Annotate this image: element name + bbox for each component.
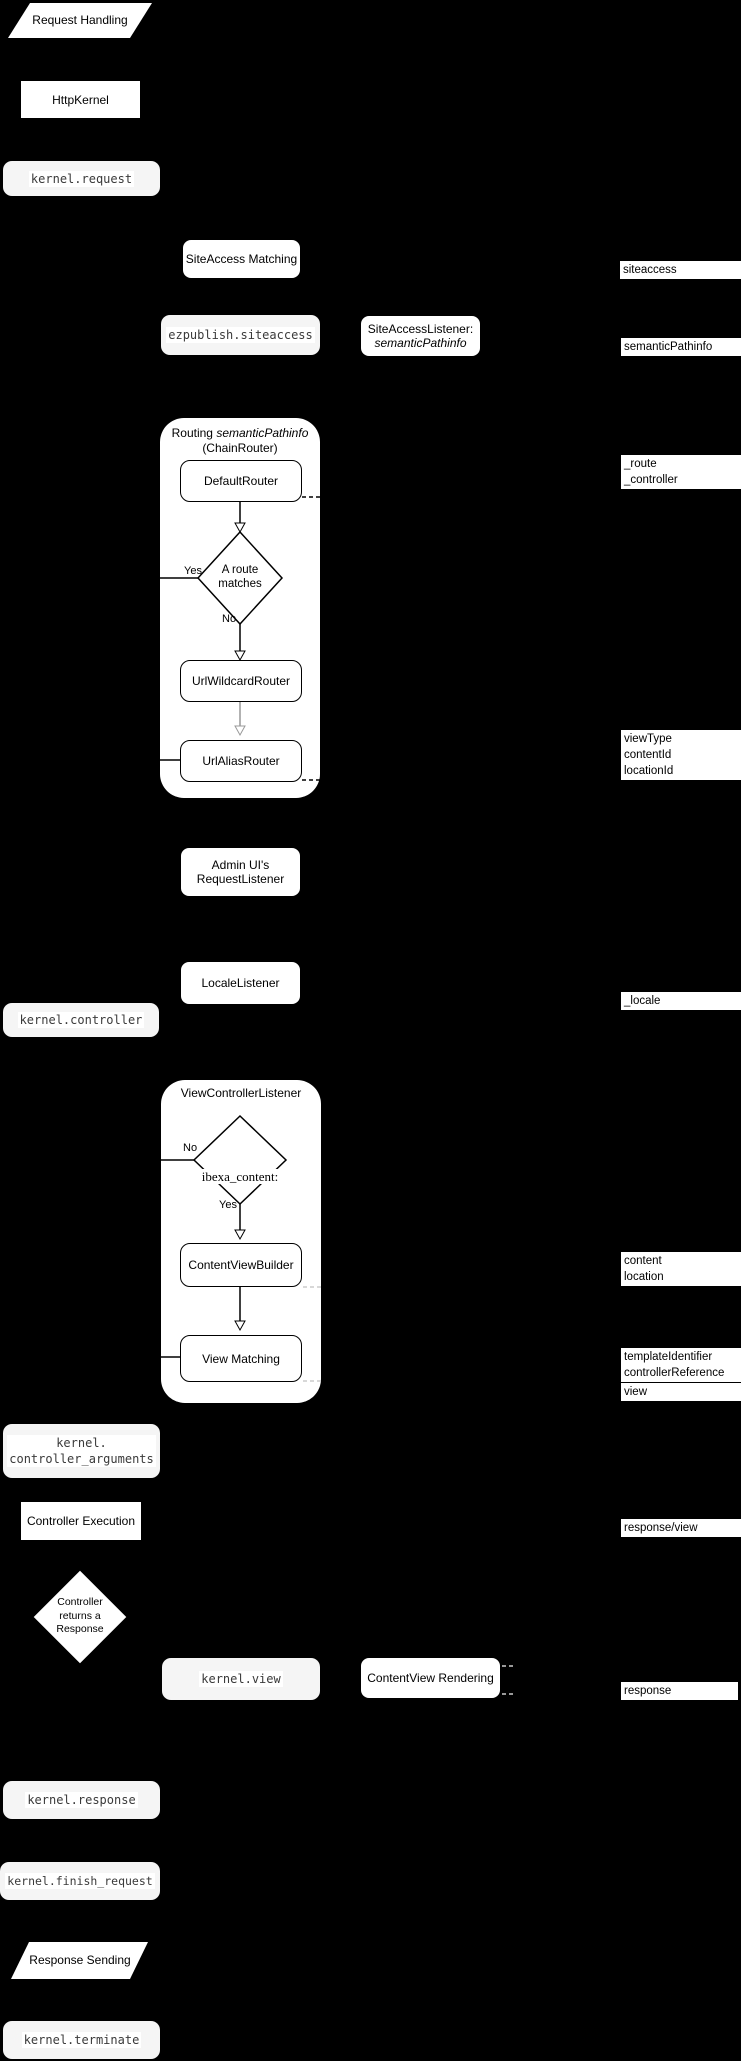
controller-returns-diamond-text: Controller returns a Response <box>56 1596 104 1635</box>
locale-listener-node: LocaleListener <box>181 962 300 1004</box>
content-view-builder-label: ContentViewBuilder <box>188 1258 294 1272</box>
ibexa-content-no-label: No <box>183 1142 198 1154</box>
request-handling-parallelogram-shape <box>8 3 152 38</box>
siteaccess-listener-node: SiteAccessListener: semanticPathinfo <box>361 316 480 356</box>
kernel-request-label: kernel.request <box>28 170 135 187</box>
siteaccess-listener-pathinfo-label: semanticPathinfo <box>374 336 467 350</box>
controller-execution-label: Controller Execution <box>26 1514 136 1528</box>
kernel-view-label: kernel.view <box>199 1671 283 1687</box>
route-matches-no-label: No <box>222 613 237 625</box>
ezpublish-siteaccess-event: ezpublish.siteaccess <box>161 315 320 355</box>
siteaccess-matching-label: SiteAccess Matching <box>185 252 298 266</box>
side-label-semantic-pathinfo: semanticPathinfo <box>621 338 741 356</box>
controller-execution-node: Controller Execution <box>21 1502 141 1540</box>
ibexa-content-yes-label: Yes <box>219 1199 237 1211</box>
view-matching-node: View Matching <box>180 1335 302 1382</box>
contentview-rendering-label: ContentView Rendering <box>367 1671 494 1685</box>
side-label-siteaccess: siteaccess <box>620 261 741 279</box>
side-label-view-params: viewType contentId locationId <box>621 730 741 780</box>
siteaccess-matching-node: SiteAccess Matching <box>183 240 300 278</box>
ezpublish-siteaccess-label: ezpublish.siteaccess <box>166 327 315 343</box>
locale-listener-label: LocaleListener <box>201 976 280 990</box>
ibexa-content-label: ibexa_content: <box>201 1169 279 1184</box>
default-router-node: DefaultRouter <box>180 460 302 502</box>
httpkernel-label: HttpKernel <box>52 92 109 107</box>
url-wildcard-router-label: UrlWildcardRouter <box>191 674 291 688</box>
ibexa-content-diamond-text: ibexa_content: <box>194 1153 286 1185</box>
arrowhead-to-contentviewbuilder <box>234 1229 246 1241</box>
kernel-finish-request-label: kernel.finish_request <box>5 1873 155 1889</box>
kernel-response-label: kernel.response <box>25 1792 138 1808</box>
arrowhead-to-urlwildcard <box>234 650 246 662</box>
arrowhead-to-urlalias <box>234 725 246 737</box>
view-matching-label: View Matching <box>202 1351 280 1366</box>
side-label-content-location: content location <box>621 1252 741 1286</box>
kernel-controller-arguments-event: kernel. controller_arguments <box>3 1424 160 1478</box>
kernel-terminate-label: kernel.terminate <box>21 2032 142 2048</box>
kernel-request-event: kernel.request <box>3 161 160 196</box>
arrowhead-to-viewmatching <box>234 1320 246 1332</box>
kernel-view-event: kernel.view <box>162 1658 320 1700</box>
side-label-response-view: response/view <box>621 1519 741 1537</box>
kernel-controller-label: kernel.controller <box>17 1012 145 1028</box>
admin-request-listener-label: Admin UI's RequestListener <box>196 858 285 886</box>
arrowhead-to-route-diamond <box>234 522 246 534</box>
kernel-controller-event: kernel.controller <box>3 1003 159 1037</box>
admin-request-listener-node: Admin UI's RequestListener <box>181 848 300 896</box>
controller-returns-diamond-shape <box>32 1569 128 1665</box>
routing-subtitle: (ChainRouter) <box>202 441 278 455</box>
siteaccess-listener-label: SiteAccessListener: <box>367 322 474 336</box>
routing-title-italic: semanticPathinfo <box>216 426 309 440</box>
route-matches-diamond-text: A route matches <box>218 564 262 590</box>
url-alias-router-label: UrlAliasRouter <box>202 754 280 768</box>
contentview-rendering-node: ContentView Rendering <box>361 1658 500 1698</box>
response-sending-label: Response Sending <box>29 1953 131 1967</box>
routing-title-prefix: Routing <box>171 426 217 440</box>
kernel-terminate-event: kernel.terminate <box>3 2021 160 2059</box>
url-alias-router-node: UrlAliasRouter <box>180 740 302 782</box>
view-controller-listener-title: ViewControllerListener <box>180 1086 302 1100</box>
httpkernel-node: HttpKernel <box>21 81 140 118</box>
side-label-route-controller: _route _controller <box>621 455 741 489</box>
content-view-builder-node: ContentViewBuilder <box>180 1243 302 1287</box>
route-matches-yes-label: Yes <box>184 565 202 577</box>
side-label-locale: _locale <box>621 992 741 1010</box>
side-label-view: view <box>621 1383 741 1401</box>
kernel-response-event: kernel.response <box>3 1781 160 1819</box>
kernel-controller-arguments-label: kernel. controller_arguments <box>7 1435 156 1467</box>
default-router-label: DefaultRouter <box>203 474 279 488</box>
request-handling-label: Request Handling <box>32 13 128 27</box>
routing-container-title: Routing semanticPathinfo (ChainRouter) <box>160 426 320 456</box>
url-wildcard-router-node: UrlWildcardRouter <box>180 660 302 702</box>
side-label-response: response <box>621 1682 738 1700</box>
side-label-template-controller: templateIdentifier controllerReference <box>621 1348 741 1382</box>
kernel-finish-request-event: kernel.finish_request <box>0 1862 160 1900</box>
response-sending-parallelogram-shape <box>11 1942 148 1979</box>
